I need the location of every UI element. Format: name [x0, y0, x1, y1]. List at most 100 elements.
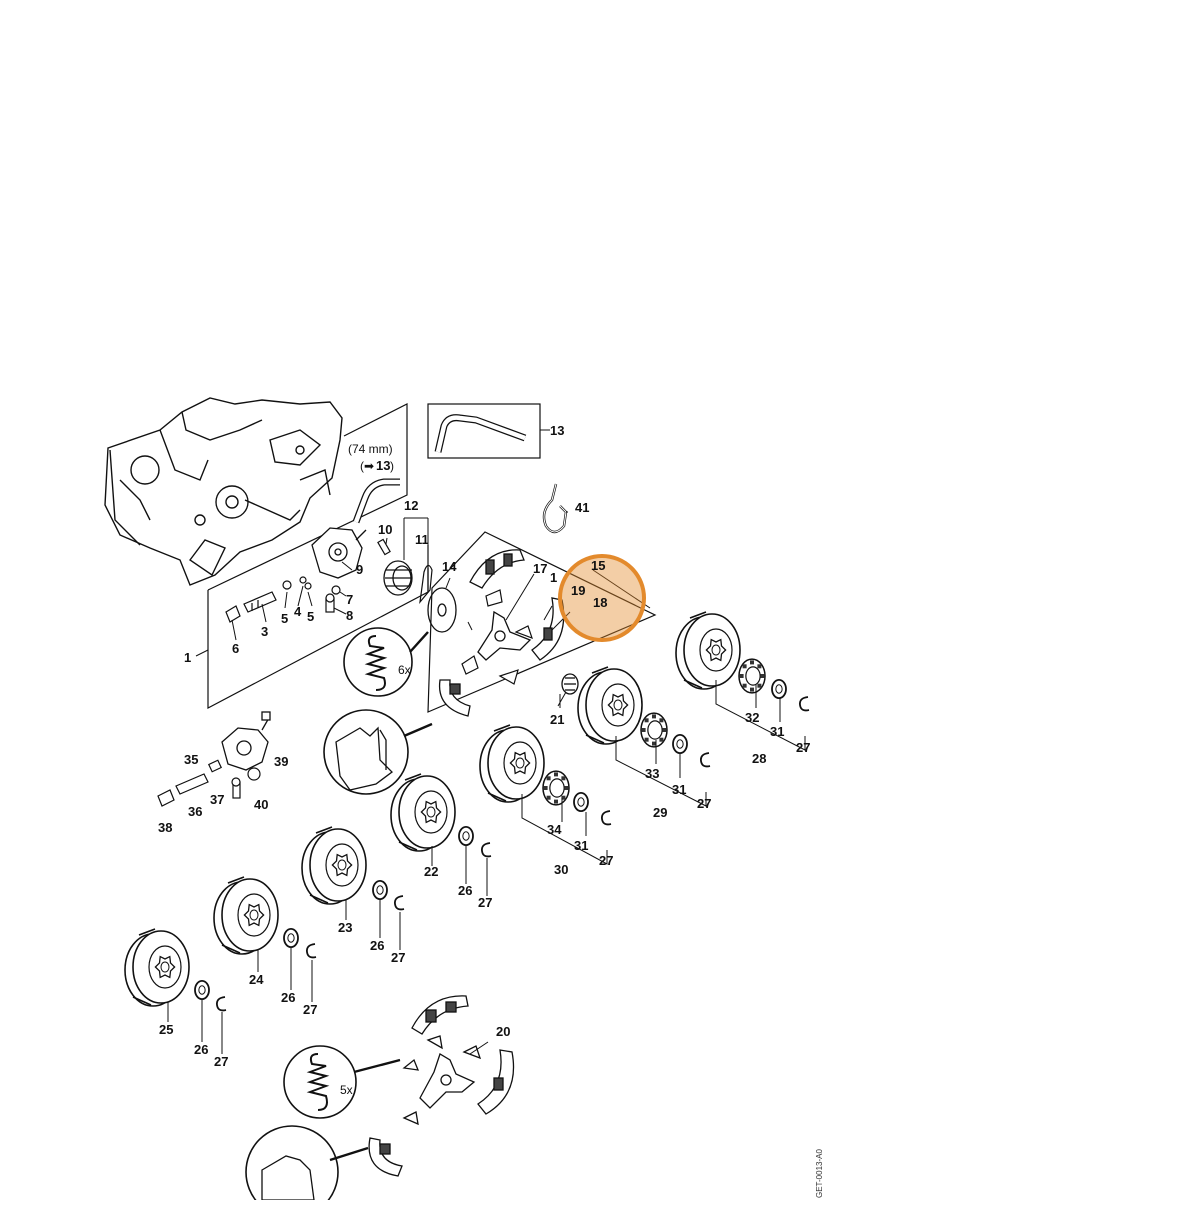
needle-cage-21[interactable]: [561, 673, 579, 695]
washer-26b[interactable]: [372, 880, 388, 901]
screw-10[interactable]: [377, 538, 391, 556]
washer-31b[interactable]: [672, 734, 688, 755]
e-clip-27e[interactable]: [394, 895, 405, 911]
clutch-drum-24[interactable]: [213, 876, 279, 955]
label-part-5a[interactable]: 5: [281, 611, 288, 626]
label-part-10[interactable]: 10: [378, 522, 392, 537]
washer-14[interactable]: [427, 587, 457, 633]
washer-5b[interactable]: [304, 582, 312, 590]
label-part-38[interactable]: 38: [158, 820, 172, 835]
label-part-34[interactable]: 34: [547, 822, 562, 837]
label-part-26c[interactable]: 26: [281, 990, 295, 1005]
clutch-drum-30[interactable]: [479, 724, 545, 803]
label-part-21[interactable]: 21: [550, 712, 564, 727]
label-part-27g[interactable]: 27: [214, 1054, 228, 1069]
label-part-41[interactable]: 41: [575, 500, 589, 515]
clutch-spring-c[interactable]: [498, 669, 519, 685]
label-part-33[interactable]: 33: [645, 766, 659, 781]
label-part-27b[interactable]: 27: [697, 796, 711, 811]
e-clip-27c[interactable]: [601, 810, 612, 826]
label-part-15[interactable]: 15: [591, 558, 605, 573]
oil-suction-hose[interactable]: [352, 478, 400, 524]
label-part-26d[interactable]: 26: [194, 1042, 208, 1057]
clutch-drum-29[interactable]: [577, 666, 643, 745]
rim-sprocket-32[interactable]: [738, 658, 766, 694]
label-part-32[interactable]: 32: [745, 710, 759, 725]
label-part-22[interactable]: 22: [424, 864, 438, 879]
label-part-20[interactable]: 20: [496, 1024, 510, 1039]
washer-26a[interactable]: [458, 826, 474, 847]
label-part-19[interactable]: 19: [571, 583, 585, 598]
label-part-6[interactable]: 6: [232, 641, 239, 656]
label-part-11[interactable]: 11: [415, 532, 429, 547]
pump-piston-3[interactable]: [225, 591, 277, 623]
clutch-shoe-right[interactable]: [531, 597, 565, 661]
label-part-26b[interactable]: 26: [370, 938, 384, 953]
label-part-24[interactable]: 24: [249, 972, 264, 987]
worm-gear-12[interactable]: [383, 560, 413, 596]
washer-4[interactable]: [282, 580, 292, 590]
washer-39[interactable]: [247, 767, 261, 781]
rim-sprocket-33[interactable]: [640, 712, 668, 748]
clutch-spring-d[interactable]: [514, 625, 533, 640]
label-part-23[interactable]: 23: [338, 920, 352, 935]
clutch-drum-22[interactable]: [390, 773, 456, 852]
washer-31a[interactable]: [771, 679, 787, 700]
label-part-31b[interactable]: 31: [672, 782, 686, 797]
o-ring-7[interactable]: [331, 585, 341, 595]
spring-37[interactable]: [207, 759, 223, 773]
clutch-spring-b[interactable]: [461, 655, 479, 675]
clutch-drum-23[interactable]: [301, 826, 367, 905]
label-part-3[interactable]: 3: [261, 624, 268, 639]
label-part-29[interactable]: 29: [653, 805, 667, 820]
label-part-18[interactable]: 18: [593, 595, 607, 610]
washer-31c[interactable]: [573, 792, 589, 813]
e-clip-27b[interactable]: [700, 752, 711, 768]
rim-sprocket-34[interactable]: [542, 770, 570, 806]
label-part-36[interactable]: 36: [188, 804, 202, 819]
label-part-27e[interactable]: 27: [391, 950, 405, 965]
label-part-27d[interactable]: 27: [478, 895, 492, 910]
washer-26c[interactable]: [283, 928, 299, 949]
ref-part-13[interactable]: 13: [376, 458, 390, 473]
label-part-17[interactable]: 17: [533, 561, 547, 576]
clutch-drum-28[interactable]: [675, 611, 741, 690]
clutch-shoe-top-20[interactable]: [411, 995, 469, 1035]
screw-40[interactable]: [231, 777, 241, 799]
label-part-9[interactable]: 9: [356, 562, 363, 577]
label-part-12[interactable]: 12: [404, 498, 418, 513]
clutch-carrier-17[interactable]: [477, 610, 532, 661]
washer-26d[interactable]: [194, 980, 210, 1001]
e-clip-27a[interactable]: [799, 696, 810, 712]
label-part-13[interactable]: 13: [550, 423, 564, 438]
label-part-31a[interactable]: 31: [770, 724, 784, 739]
label-part-27a[interactable]: 27: [796, 740, 810, 755]
label-part-28[interactable]: 28: [752, 751, 766, 766]
label-part-4[interactable]: 4: [294, 604, 302, 619]
washer-5a[interactable]: [299, 576, 307, 584]
label-part-26a[interactable]: 26: [458, 883, 472, 898]
clutch-spring-20[interactable]: [462, 1045, 482, 1060]
label-part-1[interactable]: 1: [184, 650, 191, 665]
label-part-25[interactable]: 25: [159, 1022, 173, 1037]
label-part-40[interactable]: 40: [254, 797, 268, 812]
label-part-5b[interactable]: 5: [307, 609, 314, 624]
label-part-8[interactable]: 8: [346, 608, 353, 623]
label-part-7[interactable]: 7: [346, 592, 353, 607]
oil-pump-35[interactable]: [221, 711, 271, 771]
clutch-shoe-upper[interactable]: [469, 549, 525, 589]
screw-8[interactable]: [325, 593, 335, 613]
label-part-27f[interactable]: 27: [303, 1002, 317, 1017]
label-part-37[interactable]: 37: [210, 792, 224, 807]
clutch-spring-a[interactable]: [485, 589, 503, 607]
label-part-27c[interactable]: 27: [599, 853, 613, 868]
clutch-drum-25[interactable]: [124, 928, 190, 1007]
e-clip-27g[interactable]: [216, 996, 227, 1012]
label-part-35[interactable]: 35: [184, 752, 198, 767]
label-part-16[interactable]: 1: [550, 570, 557, 585]
label-part-31c[interactable]: 31: [574, 838, 588, 853]
oil-pump-body[interactable]: [311, 527, 367, 579]
clutch-shoe-left[interactable]: [438, 679, 471, 717]
clutch-shoe-right-20[interactable]: [477, 1049, 515, 1115]
e-clip-27f[interactable]: [306, 943, 317, 959]
